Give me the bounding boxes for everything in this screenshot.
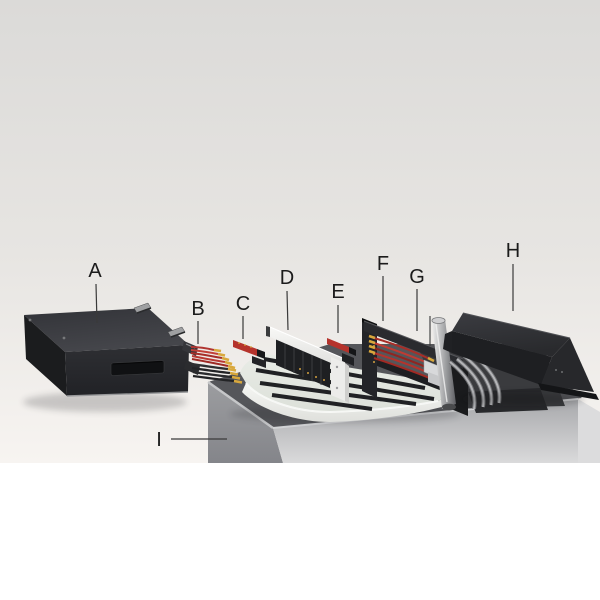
enclosure-screw: [62, 336, 66, 340]
table-right-face: [578, 399, 600, 463]
receiver-module-mount: [342, 353, 354, 366]
receiver-left-post: [362, 320, 377, 398]
lever-handle: [431, 317, 456, 411]
patchcord-connector-block: [182, 341, 198, 356]
rear-cover-front-face: [452, 331, 552, 385]
enclosure-left-face: [24, 315, 67, 396]
diagram-stage: A B C D E F G H I: [0, 0, 600, 463]
receiver-module: [327, 338, 356, 366]
callout-letter-e: E: [331, 281, 344, 303]
rear-cover-left-wing: [443, 331, 452, 353]
ita-enclosure: [23, 302, 189, 412]
g12-ita-post-screw: [335, 365, 339, 369]
callout-letter-g: G: [409, 266, 425, 288]
g12-ita-end-post: [331, 357, 345, 401]
g12-ita-rail-endcap: [266, 326, 270, 337]
rear-cover-slope-face: [541, 338, 594, 392]
callout-letters: A B C D E F G H I: [88, 240, 520, 451]
enclosure-latch: [167, 326, 186, 338]
black-patchcord-gold-tips: [227, 367, 243, 384]
ita-module-mount: [252, 356, 266, 368]
callout-letter-f: F: [377, 253, 389, 275]
rear-cover-screw: [561, 371, 563, 373]
ita-module-tip: [257, 349, 265, 359]
exploded-view-illustration: A B C D E F G H I: [0, 0, 600, 463]
callout-letter-b: B: [191, 298, 204, 320]
platform-front-highlight: [245, 382, 439, 414]
callout-letter-d: D: [280, 267, 294, 289]
callout-leader-lines: [95, 264, 514, 440]
rear-cover-ridge-highlight: [462, 312, 571, 339]
enclosure-handle-shadow: [112, 361, 163, 365]
rear-cover: [443, 312, 599, 406]
g12-ita: [266, 326, 349, 403]
callout-letter-i: I: [156, 429, 162, 451]
receiver-pin-dots: [373, 337, 375, 363]
enclosure-top-face: [24, 308, 189, 352]
table-left-edge-highlight: [207, 381, 274, 429]
g12-ita-connector-pins: [299, 368, 325, 381]
lever-highlight: [435, 323, 448, 403]
receiver-module-body: [327, 338, 349, 353]
receiver-lower-beam: [364, 353, 450, 394]
enclosure-shadow: [23, 392, 187, 412]
rear-cover-screw: [555, 369, 557, 371]
callout-letter-a: A: [88, 260, 102, 282]
receiver-module-tip: [349, 347, 356, 356]
ita-module-body: [233, 340, 257, 356]
ita-patchcords: [182, 341, 243, 384]
patchcord-connector-block: [184, 360, 200, 375]
enclosure-screw: [28, 318, 32, 322]
callout-letter-h: H: [506, 240, 520, 262]
enclosure-latch: [133, 302, 152, 314]
table-left-face: [208, 382, 283, 463]
red-patchcord-gold-tips: [213, 348, 236, 370]
g12-ita-rail: [270, 327, 345, 369]
g12-ita-rail-highlight: [269, 326, 346, 360]
ita-module: [233, 340, 266, 368]
g12-ita-post-screw: [335, 386, 339, 390]
leader-line-a: [95, 283, 98, 324]
lever-top-cap: [431, 317, 446, 324]
g12-ita-end-post-side: [345, 363, 349, 403]
platform-side-face: [242, 383, 452, 422]
enclosure-bottom-lip: [66, 391, 189, 397]
ita-module-pins: [238, 342, 252, 348]
rear-cover-shadow: [460, 392, 584, 406]
leader-line-d: [286, 290, 289, 331]
callout-letter-c: C: [236, 293, 250, 315]
legend: A. ITA Enclosure B. ITA Patchcords C. IT…: [0, 463, 600, 600]
enclosure-handle-recess: [110, 360, 165, 376]
lever-foot: [442, 403, 456, 411]
red-patchcords: [190, 346, 229, 367]
rear-cover-top-face: [452, 313, 570, 357]
table-front-face: [273, 399, 578, 463]
rear-cover-flange: [538, 383, 599, 400]
black-patchcords: [191, 362, 235, 383]
